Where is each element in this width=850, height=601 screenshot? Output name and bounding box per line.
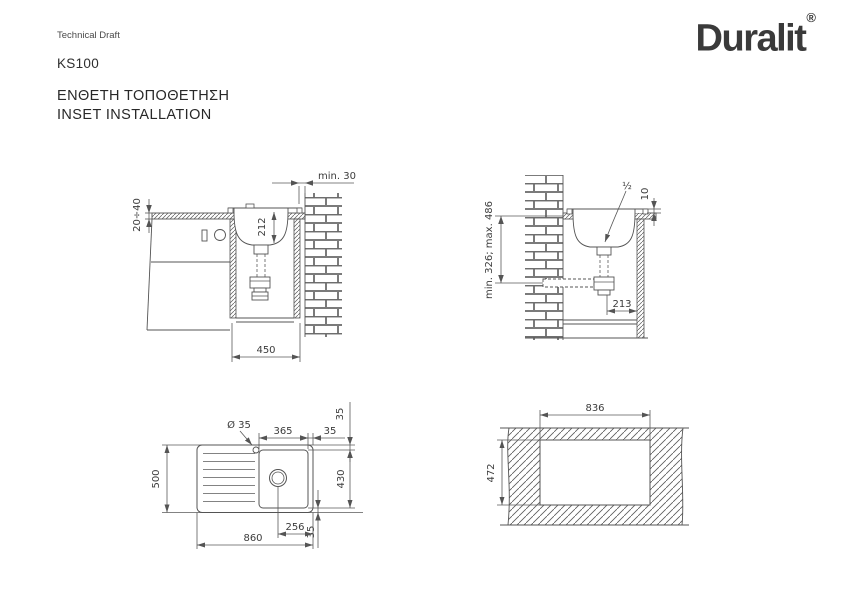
dim-label: 20÷40 xyxy=(132,198,143,232)
dim-label: 836 xyxy=(585,403,604,414)
dim-label: 212 xyxy=(257,217,268,236)
cabinet-knob xyxy=(214,229,226,241)
dim-bowl-depth: 212 xyxy=(257,212,277,243)
dim-label: 35 xyxy=(335,408,346,421)
brand-name: Duralit xyxy=(695,17,807,60)
installation-title: ΕΝΘΕΤΗ ΤΟΠΟΘΕΤΗΣΗ INSET INSTALLATION xyxy=(57,87,229,125)
dim-cutout-width: 836 xyxy=(539,403,651,440)
drainboard-grooves xyxy=(203,453,255,502)
dim-bowl-length: 430 xyxy=(308,450,355,509)
dim-cabinet-width: 450 xyxy=(231,323,301,362)
dim-label: ½ xyxy=(622,180,632,192)
title-english: INSET INSTALLATION xyxy=(57,107,212,123)
waste-pipe-to-wall xyxy=(542,278,595,288)
cutout-opening xyxy=(539,439,651,506)
title-greek: ΕΝΘΕΤΗ ΤΟΠΟΘΕΤΗΣΗ xyxy=(57,88,230,104)
dim-label: 500 xyxy=(151,469,162,488)
doc-type-label: Technical Draft xyxy=(57,30,120,41)
dim-tap-hole-diameter: Ø 35 xyxy=(227,419,253,446)
dim-label: 10 xyxy=(640,188,651,201)
registered-trademark-icon: ® xyxy=(806,10,816,25)
side-section-drawing: min. 326; max. 486 ½ 10 213 xyxy=(484,175,661,340)
dim-label: 213 xyxy=(612,299,631,310)
dim-overall-depth: 500 xyxy=(151,445,170,513)
front-section-drawing: min. 30 20÷40 212 450 xyxy=(132,171,356,362)
dim-drain-height-range: min. 326; max. 486 xyxy=(484,201,563,299)
dim-label: 35 xyxy=(306,526,317,539)
dim-drain-offset: 256 xyxy=(277,487,314,549)
dim-label: 256 xyxy=(285,522,304,533)
drain-pipe xyxy=(249,244,271,301)
base-cabinet xyxy=(563,218,645,339)
dim-tap-connection: ½ xyxy=(604,180,632,243)
dim-bowl-right-margin: 35 xyxy=(300,426,345,445)
dim-rim-height: 10 xyxy=(640,188,661,226)
dim-trap-wall-offset: 213 xyxy=(606,295,637,315)
dim-worktop-thickness: 20÷40 xyxy=(132,198,152,233)
plan-view-drawing: Ø 35 365 35 35 430 xyxy=(151,402,363,549)
brand-logo: Duralit® xyxy=(655,10,816,60)
cutout-drawing: 836 472 xyxy=(486,403,689,526)
sink-bowl-section xyxy=(227,203,303,246)
dim-label: min. 326; max. 486 xyxy=(484,201,495,299)
dim-label: 472 xyxy=(486,463,497,482)
base-cabinet xyxy=(146,218,301,331)
dim-label: Ø 35 xyxy=(227,419,251,431)
brick-wall xyxy=(525,175,564,340)
drain-hole xyxy=(269,469,287,487)
dim-wall-clearance: min. 30 xyxy=(272,171,356,204)
dim-label: 35 xyxy=(324,426,337,437)
tap-hole xyxy=(252,446,260,454)
dim-overall-width: 860 xyxy=(196,512,313,549)
dim-cutout-depth: 472 xyxy=(486,439,540,506)
tap-hole-cover xyxy=(245,203,255,209)
drain-pipe xyxy=(542,246,615,296)
brick-wall xyxy=(304,193,342,337)
dim-label: 450 xyxy=(256,345,275,356)
dim-label: 860 xyxy=(243,533,262,544)
model-number: KS100 xyxy=(57,56,100,71)
dim-label: 365 xyxy=(273,426,292,437)
dim-label: min. 30 xyxy=(318,171,356,182)
dim-bowl-width: 365 xyxy=(258,426,309,449)
dim-label: 430 xyxy=(336,469,347,488)
cabinet-handle xyxy=(201,229,208,242)
